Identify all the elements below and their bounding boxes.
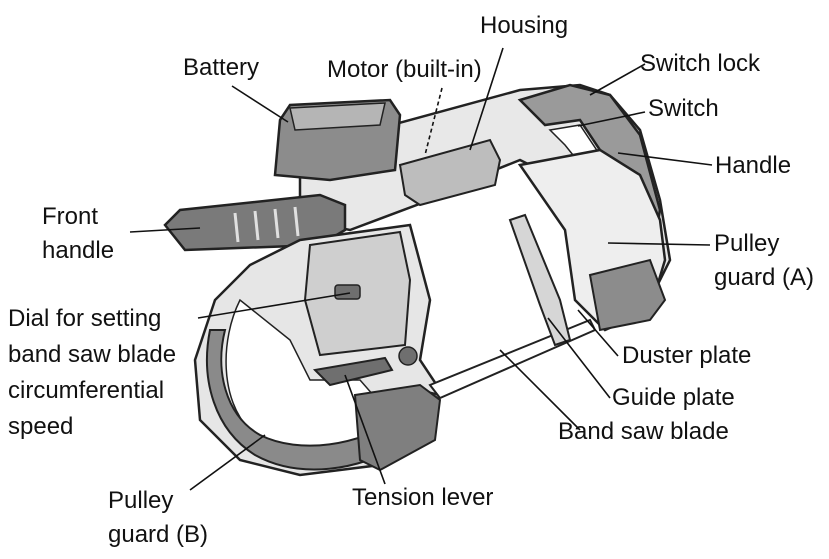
leader-battery <box>231 85 289 123</box>
leader-pulley-guard-a <box>607 242 711 246</box>
pulley-guard-a-end <box>588 258 667 332</box>
label-battery: Battery <box>183 54 260 81</box>
leader-motor <box>424 87 443 156</box>
label-pulley-guard-a-line2: guard (A) <box>714 264 815 291</box>
leader-handle <box>617 152 713 166</box>
housing-panel <box>398 138 502 207</box>
label-handle: Handle <box>715 152 792 179</box>
leader-guide-plate <box>547 317 611 399</box>
leader-blade <box>499 349 581 431</box>
tension-knob <box>398 346 418 366</box>
dial-knob <box>334 284 361 300</box>
label-front-handle-line2: handle <box>42 237 115 264</box>
leader-front-handle <box>129 227 201 233</box>
label-pulley-guard-b-line2: guard (B) <box>108 521 209 548</box>
label-switch-lock: Switch lock <box>640 50 761 77</box>
leader-switch <box>577 111 646 127</box>
leader-pulley-guard-b <box>189 434 266 491</box>
label-guide-plate: Guide plate <box>612 384 735 411</box>
lower-guard-arm <box>353 383 442 472</box>
leader-dial <box>197 292 351 319</box>
guide-column <box>508 213 572 347</box>
grip-ribs <box>233 206 300 243</box>
label-dial-line1: Dial for setting <box>8 305 162 332</box>
label-housing: Housing <box>480 12 569 39</box>
leader-tension-lever <box>344 374 386 485</box>
leader-housing <box>469 47 504 151</box>
label-dial-line2: band saw blade <box>8 341 177 368</box>
leader-duster-plate <box>577 309 619 357</box>
label-dial-line3: circumferential <box>8 377 165 404</box>
label-pulley-guard-b-line1: Pulley <box>108 487 174 514</box>
label-motor: Motor (built-in) <box>327 56 482 83</box>
label-switch: Switch <box>648 95 719 122</box>
battery-top <box>289 102 386 131</box>
leader-switch-lock <box>589 63 646 96</box>
label-band-saw-blade: Band saw blade <box>558 418 729 445</box>
tension-lever-body <box>312 356 394 387</box>
label-dial-line4: speed <box>8 413 74 440</box>
label-tension-lever: Tension lever <box>352 484 494 511</box>
label-pulley-guard-a-line1: Pulley <box>714 230 780 257</box>
label-front-handle-line1: Front <box>42 203 99 230</box>
label-duster-plate: Duster plate <box>622 342 752 369</box>
